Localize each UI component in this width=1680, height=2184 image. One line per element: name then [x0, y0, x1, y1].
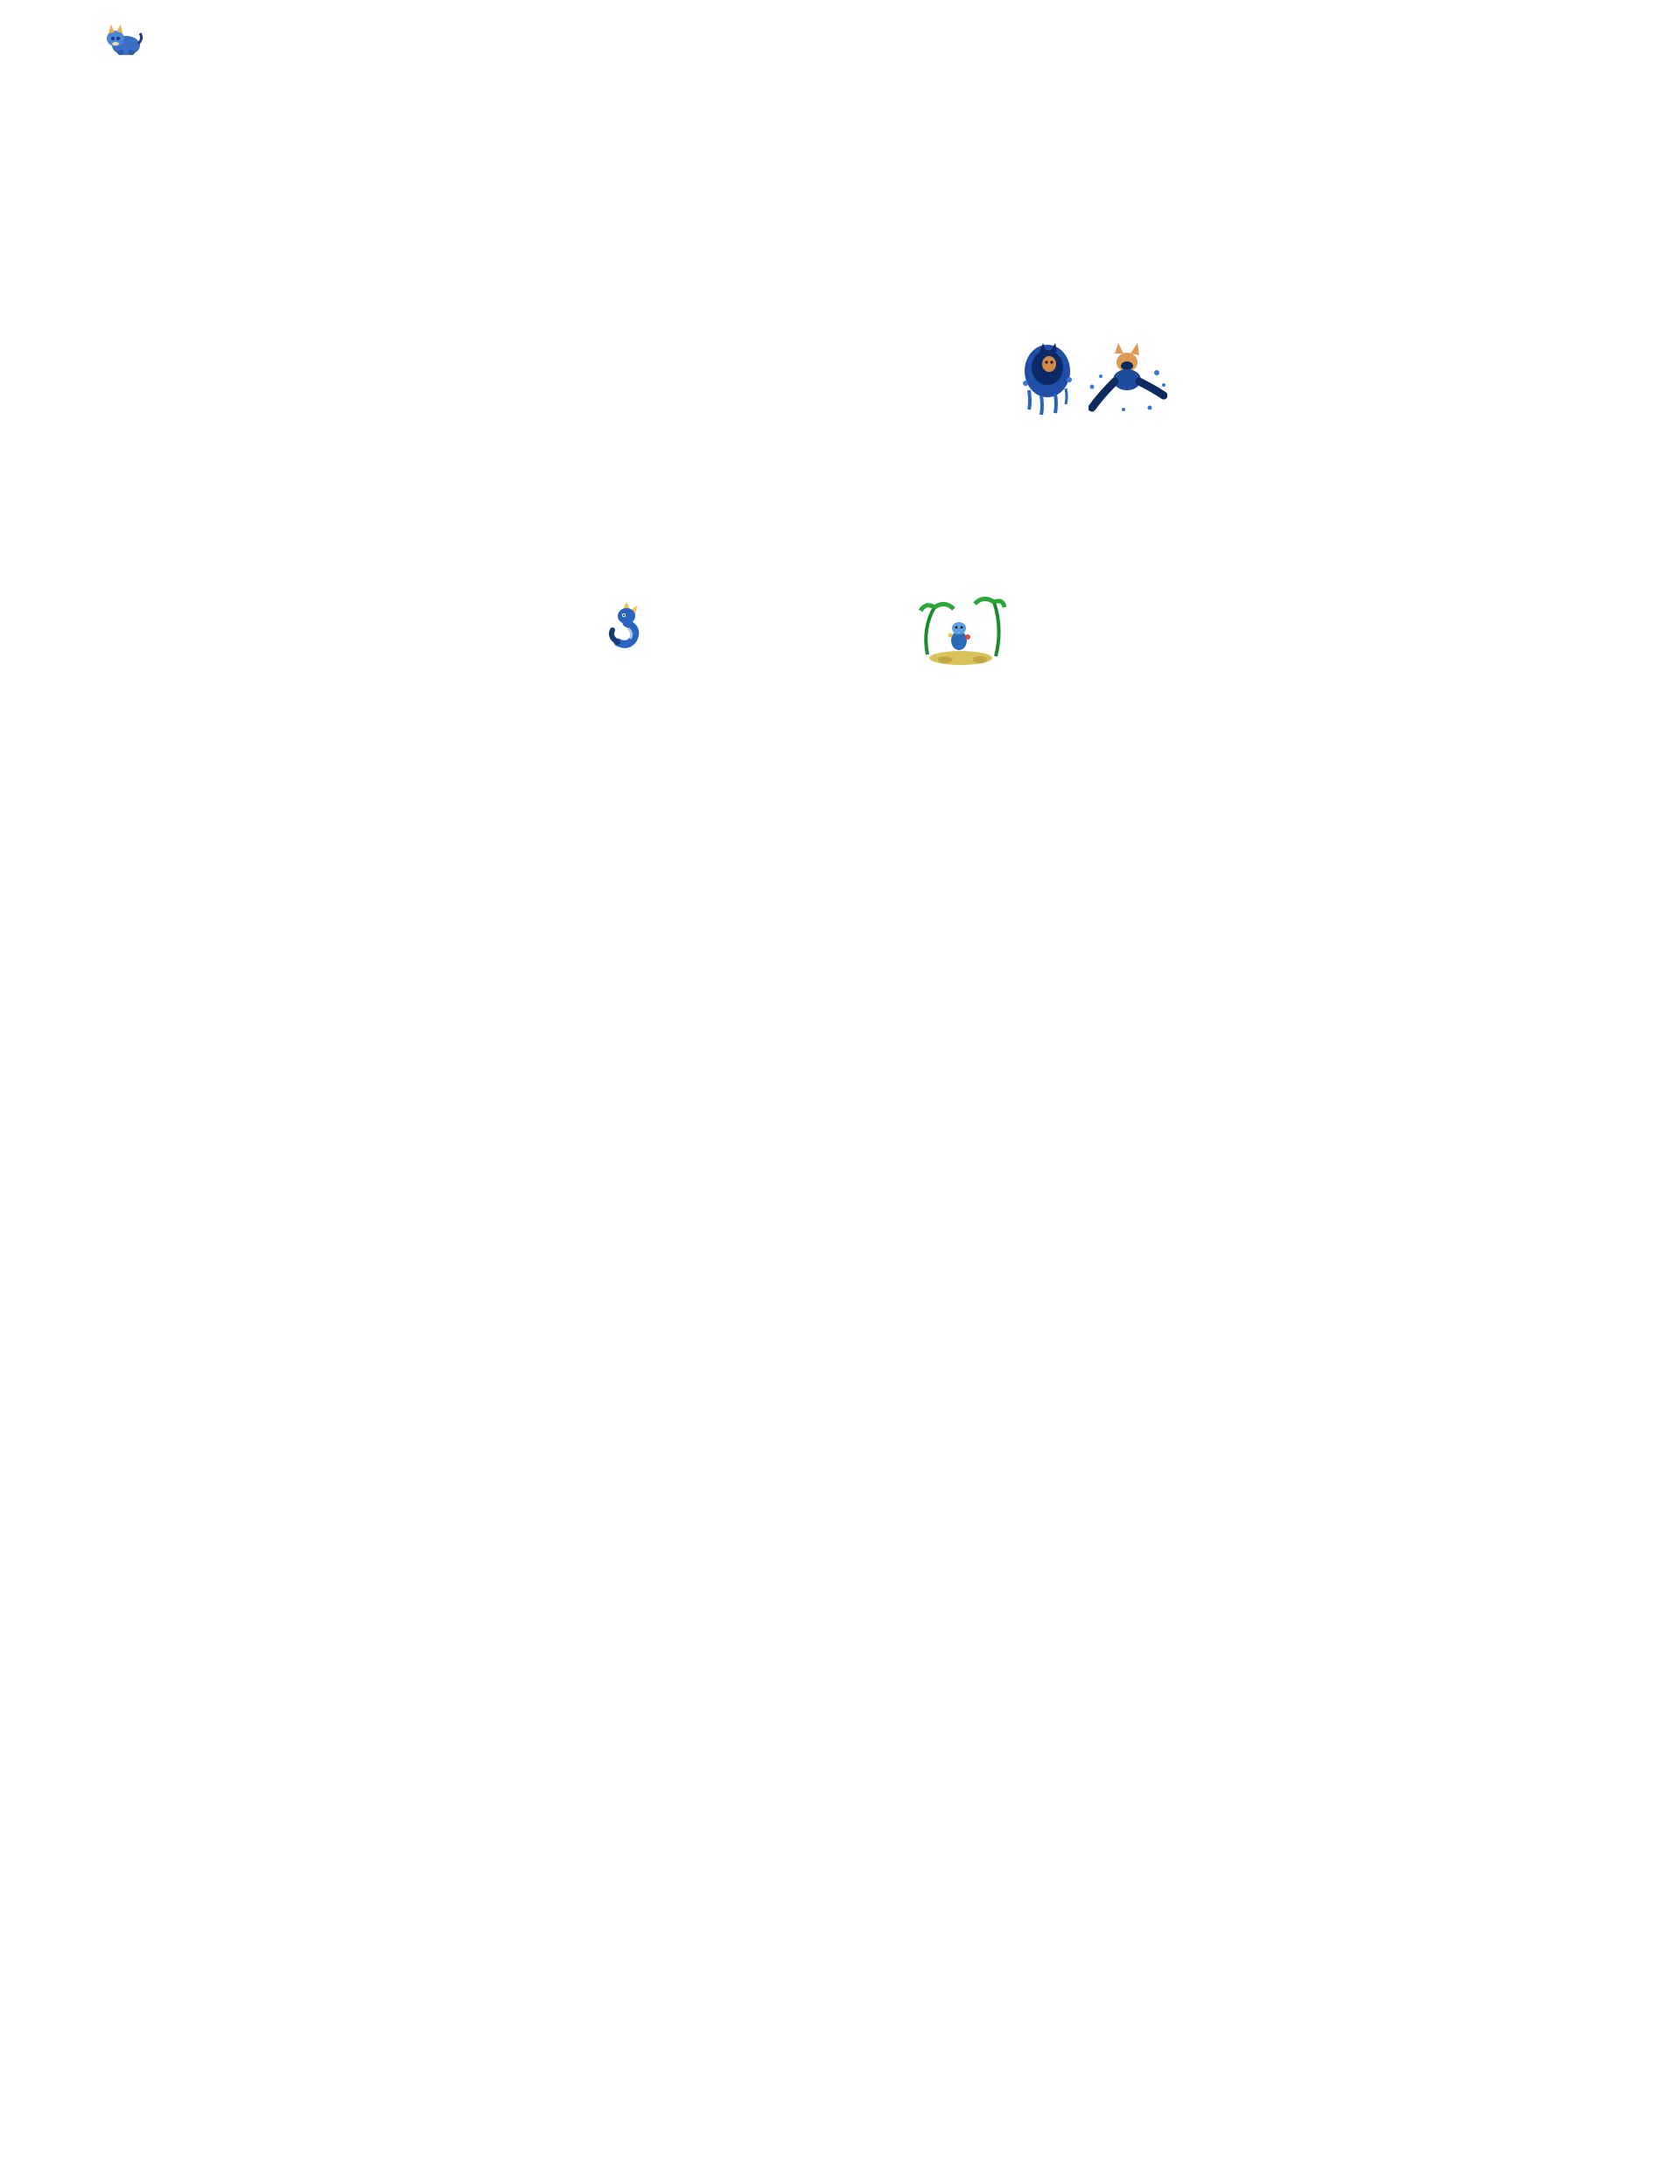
blue-ink-blob-creature-icon: [1023, 343, 1072, 416]
blue-seahorse-creature-icon: [608, 602, 640, 648]
blue-splash-fox-creature-icon: [1088, 343, 1167, 412]
blue-cat-creature-sitting-icon: [107, 24, 144, 55]
palm-tree-island-creature-icon: [919, 597, 1006, 665]
